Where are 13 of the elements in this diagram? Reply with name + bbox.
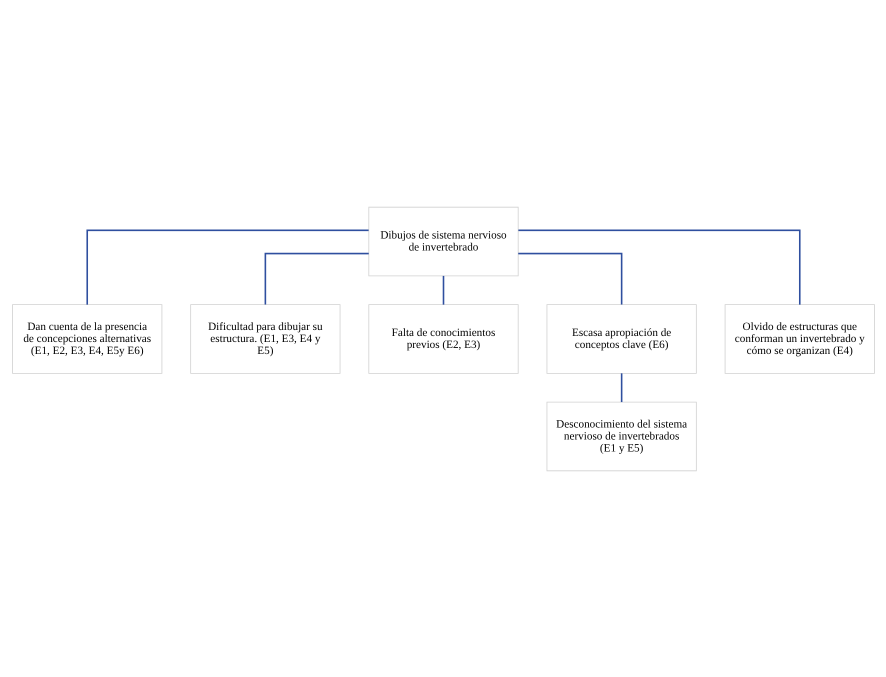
node-box: Olvido de estructuras que conforman un invertebrado y cómo se organizan (E4) [724, 304, 874, 374]
connector [518, 229, 800, 304]
node-box: Falta de conocimientos previos (E2, E3) [368, 304, 518, 374]
connector [86, 229, 368, 304]
connector [442, 275, 444, 304]
connector [518, 252, 622, 304]
node-box: Dificultad para dibujar su estructura. (E1, E3, E4 y E5) [190, 304, 340, 374]
connector [264, 252, 368, 304]
node-box: Dibujos de sistema nervioso de invertebrado [368, 206, 518, 276]
connector [620, 372, 622, 402]
node-box: Dan cuenta de la presencia de concepciones alternativas (E1, E2, E3, E4, E5y E6) [12, 304, 162, 374]
node-box: Desconocimiento del sistema nervioso de invertebrados (E1 y E5) [546, 401, 696, 471]
node-box: Escasa apropiación de conceptos clave (E6) [546, 304, 696, 374]
